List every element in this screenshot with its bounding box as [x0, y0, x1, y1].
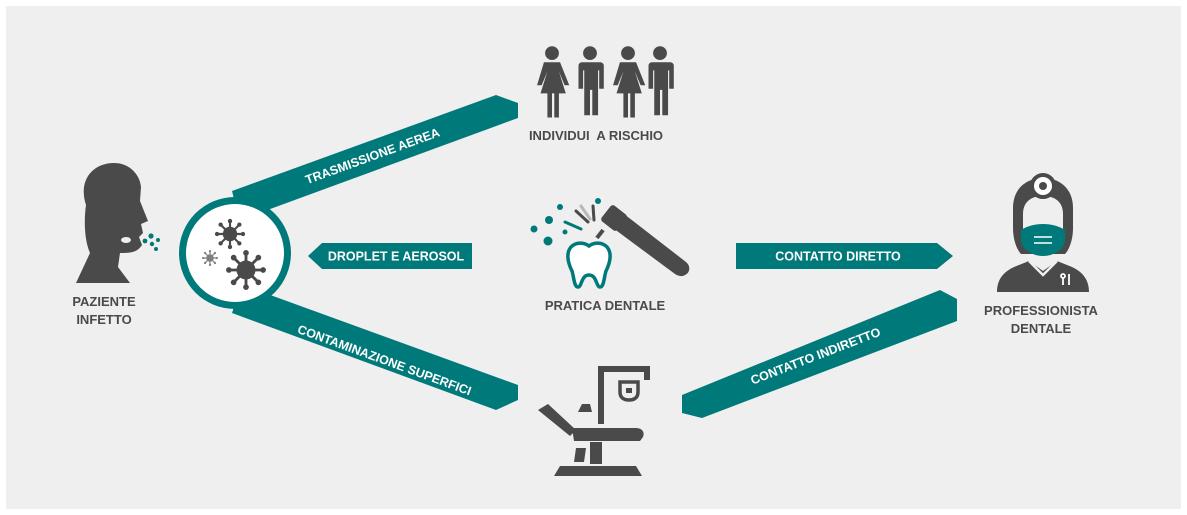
- arrow-direct: CONTATTO DIRETTO: [736, 243, 953, 269]
- dental-chair-icon: [538, 366, 650, 476]
- patient-label-line2: INFETTO: [76, 312, 131, 327]
- individuals-label: INDIVIDUI A RISCHIO: [529, 128, 663, 143]
- person-coughing-icon: [76, 163, 160, 283]
- arrow-droplet: DROPLET E AEROSOL: [308, 243, 472, 269]
- patient-label-line1: PAZIENTE: [72, 294, 136, 309]
- dental-drill-tooth-icon: [530, 198, 690, 289]
- dental-practice-label: PRATICA DENTALE: [545, 298, 666, 313]
- arrow-droplet-label: DROPLET E AEROSOL: [328, 250, 465, 264]
- professional-label-line2: DENTALE: [1011, 321, 1072, 336]
- arrow-direct-label: CONTATTO DIRETTO: [775, 250, 901, 264]
- dentist-masked-icon: [997, 173, 1089, 292]
- professional-label-line1: PROFESSIONISTA: [984, 303, 1098, 318]
- virus-icon: [179, 197, 291, 309]
